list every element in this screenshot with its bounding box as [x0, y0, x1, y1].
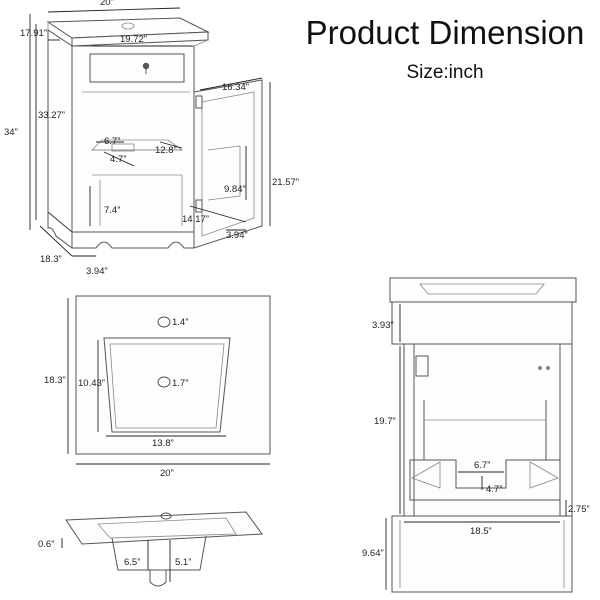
bottom-shelf: [409, 459, 561, 501]
interior-shelf: [91, 139, 184, 151]
dim-bowl-width: 13.8”: [152, 438, 174, 449]
basin-side-view: 0.6” 6.5” 5.1”: [38, 511, 263, 587]
dim-basin-width: 20”: [160, 468, 174, 479]
dim-base-height: 3.94”: [86, 266, 108, 277]
dim-inner-width: 18.5”: [470, 526, 492, 537]
size-unit-label: Size:inch: [406, 62, 484, 83]
dim-basin-depth: 18.3”: [44, 375, 66, 386]
dim-shelf-lip: 2.75”: [568, 504, 590, 515]
basin-top-view: 1.4” 1.7” 18.3” 10.43” 13.8” 20”: [44, 295, 271, 479]
faucet-hole-icon: [157, 316, 171, 328]
open-door: [193, 79, 263, 249]
dim-door-rack-width: 14.17”: [182, 214, 209, 225]
basin-bowl-section: [111, 535, 207, 571]
dim-inner-height: 7.4”: [104, 205, 120, 216]
dim-door-width: 16.34”: [222, 82, 249, 93]
dim-door-rack-depth: 3.94”: [226, 230, 248, 241]
dim-overall-height: 34”: [4, 127, 18, 138]
dim-cutout-width: 6.7”: [474, 460, 490, 471]
drawer: [89, 53, 185, 83]
page-title: Product Dimension: [305, 14, 585, 51]
cabinet-opening: [403, 343, 573, 517]
isometric-cabinet-view: 20” 17.91” 19.72” 34” 33.27” 16.34” 6.7”…: [4, 0, 299, 277]
cabinet-side: [47, 29, 73, 234]
dim-door-inner-height: 21.57”: [272, 177, 299, 188]
dim-top-rail: 3.93”: [372, 320, 394, 331]
dim-cabinet-height: 33.27”: [38, 110, 65, 121]
dim-side-depth: 18.3”: [40, 254, 62, 265]
hinge-icon: [415, 355, 429, 377]
dim-base-height: 9.64”: [362, 548, 384, 559]
drain-icon: [157, 376, 171, 388]
dim-door-rack-height: 9.84”: [224, 184, 246, 195]
dim-bowl-depth: 6.5”: [124, 557, 140, 568]
dim-cutout-depth: 4.7”: [486, 484, 502, 495]
dim-shelf-cutout-width: 6.7”: [104, 136, 120, 147]
dim-inner-height: 19.7”: [374, 416, 396, 427]
dim-drain: 1.7”: [172, 378, 188, 389]
faucet-hole-icon: [121, 22, 135, 30]
basin-side-top: [65, 511, 263, 545]
top-rail: [391, 301, 573, 345]
dim-countertop-width: 19.72”: [120, 34, 147, 45]
dim-shelf-cutout-depth: 4.7”: [110, 154, 126, 165]
dim-drain-hole: 1.4”: [172, 317, 188, 328]
dim-shelf-depth: 12.8”: [155, 145, 177, 156]
dim-bowl-depth: 10.43”: [78, 378, 105, 389]
dim-drain-depth: 5.1”: [175, 557, 191, 568]
cabinet-base: [71, 231, 195, 249]
cabinet-base: [391, 515, 573, 593]
basin-bowl: [103, 337, 231, 433]
dim-overall-width: 20”: [100, 0, 114, 8]
dim-thickness: 0.6”: [38, 539, 54, 550]
dim-depth: 17.91”: [20, 28, 47, 39]
countertop: [389, 277, 577, 303]
front-open-view: 3.93” 19.7” 6.7” 4.7” 18.5” 2.75” 9.64”: [362, 277, 590, 593]
